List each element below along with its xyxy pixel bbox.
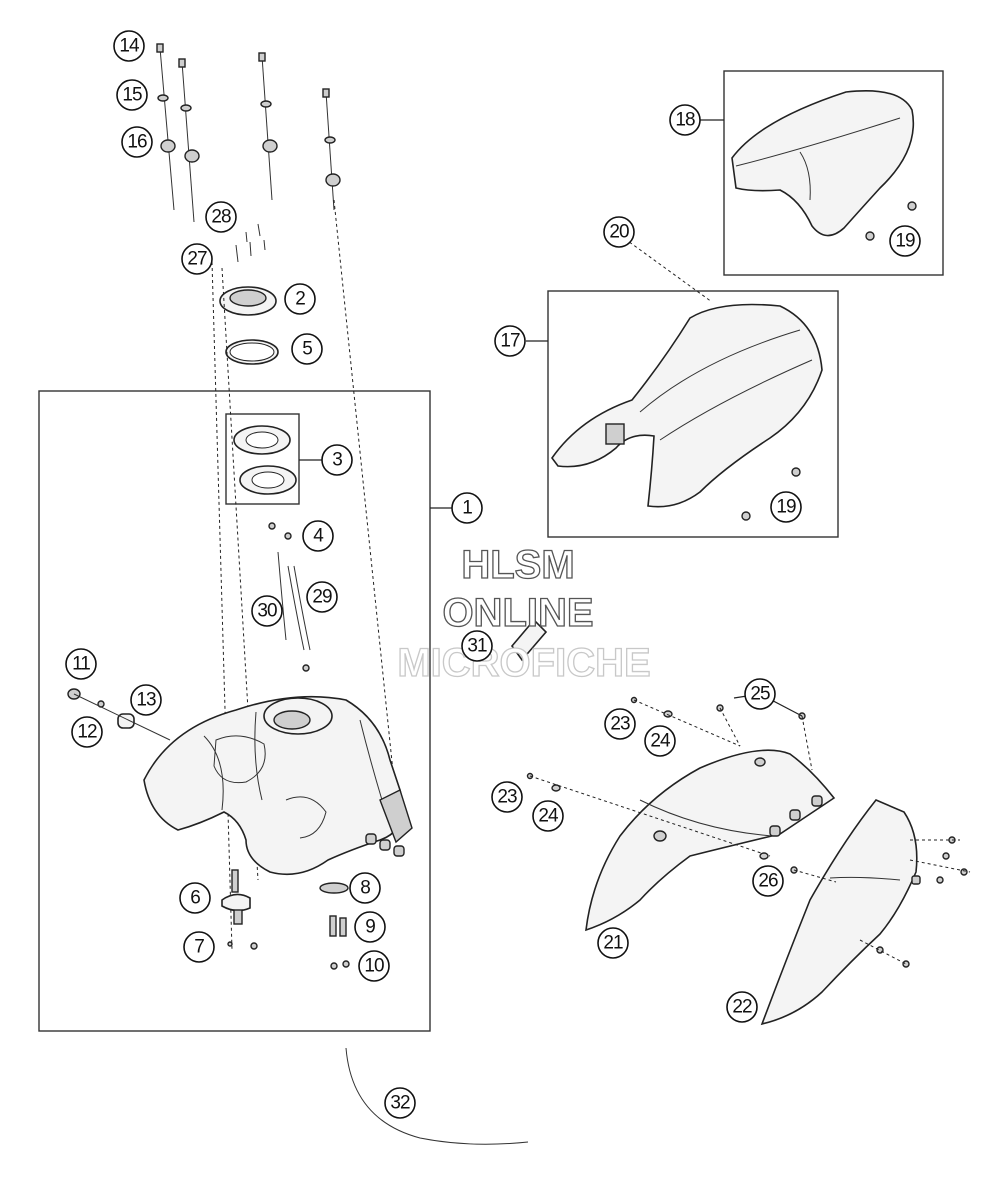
callout-18: 18 bbox=[669, 104, 701, 136]
callout-23-upper: 23 bbox=[604, 708, 636, 740]
callout-23-lower: 23 bbox=[491, 781, 523, 813]
passenger-seat-frame bbox=[723, 70, 944, 276]
svg-text:16: 16 bbox=[127, 132, 147, 153]
callout-6: 6 bbox=[179, 882, 211, 914]
fuel-pump-flanges bbox=[233, 425, 297, 495]
svg-text:23: 23 bbox=[610, 714, 630, 735]
svg-text:19: 19 bbox=[895, 231, 915, 252]
side-panel-right bbox=[760, 799, 921, 1026]
callout-31: 31 bbox=[461, 630, 493, 662]
watermark-line-3: MICROFICHE bbox=[397, 641, 650, 685]
callout-21: 21 bbox=[597, 927, 629, 959]
svg-text:8: 8 bbox=[360, 878, 370, 899]
svg-text:2: 2 bbox=[295, 289, 305, 310]
callout-20: 20 bbox=[603, 216, 635, 248]
tank-bottom-parts bbox=[221, 869, 350, 970]
svg-text:28: 28 bbox=[211, 207, 231, 228]
svg-text:23: 23 bbox=[497, 787, 517, 808]
svg-text:32: 32 bbox=[390, 1093, 410, 1114]
svg-text:5: 5 bbox=[302, 339, 312, 360]
callout-30: 30 bbox=[251, 595, 283, 627]
fuel-cap-assembly bbox=[219, 223, 279, 365]
tank-assembly-frame bbox=[38, 390, 431, 1032]
svg-text:18: 18 bbox=[675, 110, 695, 131]
small-parts bbox=[268, 522, 311, 672]
rider-seat-frame bbox=[547, 290, 839, 538]
callout-2: 2 bbox=[284, 283, 316, 315]
svg-text:27: 27 bbox=[187, 249, 207, 270]
callout-28: 28 bbox=[205, 201, 237, 233]
rider-seat bbox=[551, 227, 823, 521]
callout-13: 13 bbox=[130, 684, 162, 716]
callout-25: 25 bbox=[744, 678, 776, 710]
svg-text:24: 24 bbox=[538, 806, 559, 827]
tank-front-fittings bbox=[67, 688, 171, 741]
svg-text:12: 12 bbox=[77, 722, 97, 743]
svg-text:13: 13 bbox=[136, 690, 156, 711]
svg-text:26: 26 bbox=[758, 871, 778, 892]
callout-29: 29 bbox=[306, 581, 338, 613]
fuel-tank bbox=[143, 695, 413, 876]
svg-text:29: 29 bbox=[312, 587, 332, 608]
callout-16: 16 bbox=[121, 126, 153, 158]
svg-text:1: 1 bbox=[462, 498, 472, 519]
fuel-pump-group-frame bbox=[225, 413, 300, 505]
svg-text:10: 10 bbox=[364, 956, 384, 977]
svg-text:3: 3 bbox=[332, 450, 342, 471]
side-panel-bolts bbox=[526, 696, 971, 968]
svg-text:7: 7 bbox=[194, 937, 204, 958]
drain-hose bbox=[345, 1047, 529, 1145]
svg-text:4: 4 bbox=[313, 526, 324, 547]
callout-14: 14 bbox=[113, 30, 145, 62]
svg-text:22: 22 bbox=[732, 997, 752, 1018]
callout-26: 26 bbox=[752, 865, 784, 897]
callout-9: 9 bbox=[354, 911, 386, 943]
callout-5: 5 bbox=[291, 333, 323, 365]
svg-text:21: 21 bbox=[603, 933, 623, 954]
callout-7: 7 bbox=[183, 931, 215, 963]
callout-19-rider: 19 bbox=[770, 491, 802, 523]
svg-text:30: 30 bbox=[257, 601, 277, 622]
callout-15: 15 bbox=[116, 79, 148, 111]
callout-1: 1 bbox=[451, 492, 483, 524]
svg-text:15: 15 bbox=[122, 85, 142, 106]
side-panel-left bbox=[585, 749, 836, 932]
callout-24-lower: 24 bbox=[532, 800, 564, 832]
watermark-line-1: HLSM bbox=[461, 543, 574, 587]
svg-text:25: 25 bbox=[750, 684, 770, 705]
callout-19-passenger: 19 bbox=[889, 225, 921, 257]
callout-24-upper: 24 bbox=[644, 725, 676, 757]
callout-3: 3 bbox=[321, 444, 353, 476]
callout-4: 4 bbox=[302, 520, 334, 552]
callout-12: 12 bbox=[71, 716, 103, 748]
callout-8: 8 bbox=[349, 872, 381, 904]
svg-text:11: 11 bbox=[72, 654, 90, 675]
svg-text:19: 19 bbox=[776, 497, 796, 518]
callout-10: 10 bbox=[358, 950, 390, 982]
watermark-line-2: ONLINE bbox=[442, 591, 593, 635]
svg-text:24: 24 bbox=[650, 731, 671, 752]
svg-text:14: 14 bbox=[119, 36, 140, 57]
callout-32: 32 bbox=[384, 1087, 416, 1119]
svg-text:9: 9 bbox=[365, 917, 375, 938]
callout-17: 17 bbox=[494, 325, 526, 357]
callout-22: 22 bbox=[726, 991, 758, 1023]
top-bolts bbox=[156, 43, 399, 821]
callout-27: 27 bbox=[181, 243, 213, 275]
svg-text:31: 31 bbox=[467, 636, 487, 657]
passenger-seat bbox=[731, 90, 917, 241]
callout-11: 11 bbox=[65, 648, 97, 680]
hose-piece bbox=[510, 618, 548, 662]
svg-text:17: 17 bbox=[500, 331, 520, 352]
svg-text:6: 6 bbox=[190, 888, 200, 909]
svg-text:20: 20 bbox=[609, 222, 629, 243]
